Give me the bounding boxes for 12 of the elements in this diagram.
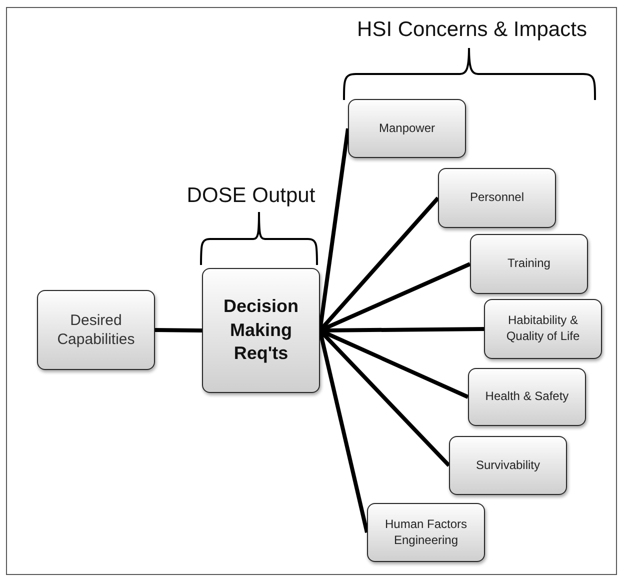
rounded-box: Decision Making Req'ts xyxy=(202,268,320,393)
rounded-box: Desired Capabilities xyxy=(37,290,155,370)
rounded-box: Health & Safety xyxy=(468,368,586,426)
group-heading: DOSE Output xyxy=(186,183,316,209)
rounded-box: Personnel xyxy=(438,168,556,228)
rounded-box: Manpower xyxy=(348,99,466,158)
group-heading: HSI Concerns & Impacts xyxy=(356,17,588,43)
rounded-box: Survivability xyxy=(449,436,567,495)
rounded-box: Human Factors Engineering xyxy=(367,503,485,562)
rounded-box: Habitability & Quality of Life xyxy=(484,299,602,359)
connector-line xyxy=(154,328,202,332)
rounded-box: Training xyxy=(470,234,588,294)
